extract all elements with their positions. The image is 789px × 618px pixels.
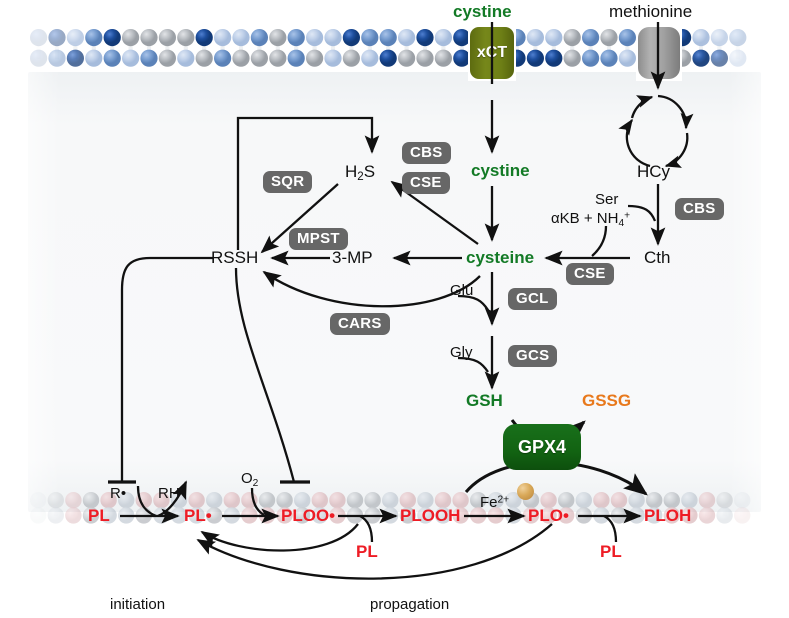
enzyme-cbs-middle[interactable]: CBS: [402, 142, 451, 165]
enzyme-label: GCS: [516, 347, 550, 364]
enzyme-gcs[interactable]: GCS: [508, 345, 558, 368]
enzyme-label: CSE: [574, 265, 606, 282]
enzyme-label: CBS: [683, 200, 716, 217]
label-methionine: methionine: [609, 2, 693, 21]
label-cystine-intracellular: cystine: [471, 161, 530, 180]
label-gly: Gly: [450, 344, 473, 361]
label-plo-radical: PLO•: [528, 506, 569, 525]
enzyme-sqr[interactable]: SQR: [263, 171, 313, 194]
enzyme-cse-middle[interactable]: CSE: [402, 172, 450, 195]
label-plooh: PLOOH: [400, 506, 461, 525]
right-fade-mask: [729, 72, 789, 512]
label-pl-donor-2: PL: [600, 542, 622, 561]
enzyme-gcl[interactable]: GCL: [508, 288, 557, 311]
enzyme-cse-right[interactable]: CSE: [566, 263, 614, 286]
label-gssg: GSSG: [582, 391, 632, 410]
label-o2: O2: [241, 470, 259, 489]
label-glu: Glu: [450, 282, 474, 299]
label-cth: Cth: [644, 248, 671, 267]
label-r-radical: R•: [110, 485, 127, 502]
enzyme-mpst[interactable]: MPST: [289, 228, 348, 251]
label-cystine-extracellular: cystine: [453, 2, 512, 21]
label-pl-donor-1: PL: [356, 542, 378, 561]
label-initiation: initiation: [110, 596, 166, 613]
label-fe2: Fe2+: [480, 494, 510, 511]
enzyme-cars[interactable]: CARS: [330, 313, 390, 336]
enzyme-cbs-right[interactable]: CBS: [675, 198, 724, 221]
label-propagation: propagation: [370, 596, 450, 613]
label-ploh: PLOH: [644, 506, 692, 525]
label-rh: RH: [158, 485, 180, 502]
gpx4-label: GPX4: [517, 436, 567, 457]
label-3mp: 3-MP: [332, 248, 373, 267]
label-hcy: HCy: [637, 162, 671, 181]
left-fade-mask: [0, 72, 60, 512]
label-rssh: RSSH: [211, 248, 259, 267]
enzyme-label: MPST: [297, 230, 340, 247]
label-ser: Ser: [595, 191, 619, 208]
label-cysteine: cysteine: [466, 248, 535, 267]
enzyme-label: CBS: [410, 144, 443, 161]
gpx4-enzyme[interactable]: GPX4: [503, 424, 581, 470]
label-pl-radical: PL•: [184, 506, 212, 525]
enzyme-label: GCL: [516, 290, 549, 307]
label-pl-1: PL: [88, 506, 110, 525]
cell-interior-background: [28, 72, 761, 512]
label-gsh: GSH: [466, 391, 503, 410]
iron-ion-dot: [517, 483, 534, 500]
label-h2s: H2S: [345, 162, 376, 184]
enzyme-label: CSE: [410, 174, 442, 191]
enzyme-label: SQR: [271, 173, 305, 190]
label-akb-nh4: αKB + NH4+: [551, 210, 631, 229]
enzyme-label: CARS: [338, 315, 382, 332]
label-ploo-radical: PLOO•: [281, 506, 336, 525]
